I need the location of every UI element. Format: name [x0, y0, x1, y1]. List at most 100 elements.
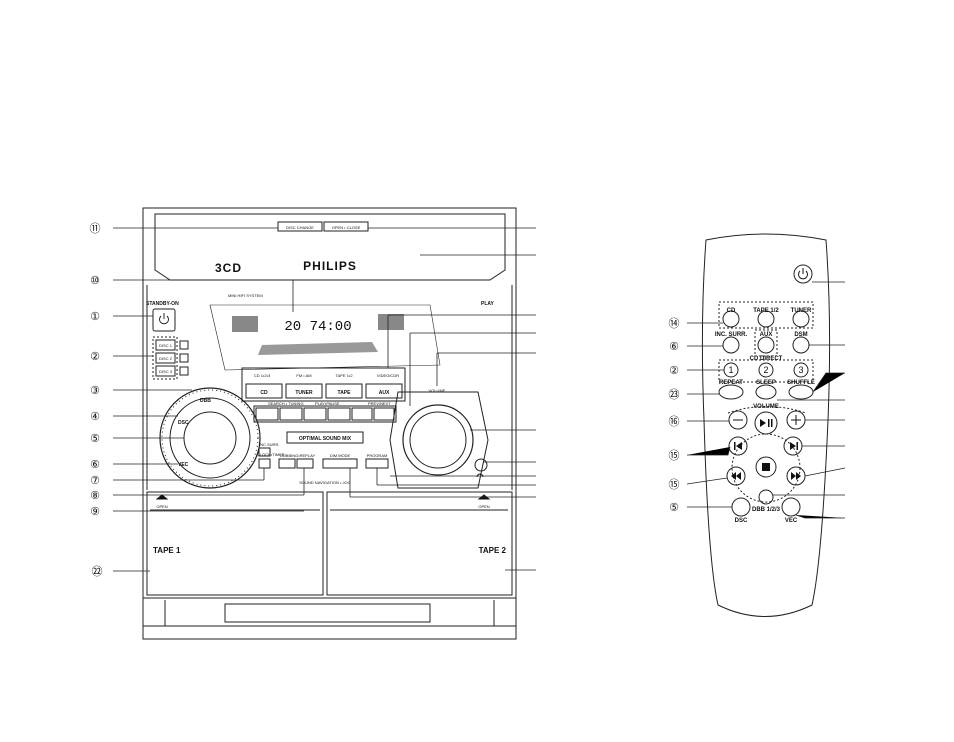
callout-9: ⑨ — [90, 506, 100, 518]
disc-change-button[interactable] — [277, 221, 323, 232]
dubbing-label: DUBBING•REPLAY — [280, 453, 315, 458]
tape1-deck — [146, 491, 324, 596]
right-leader-lines — [349, 227, 536, 571]
remote-play-pause[interactable] — [754, 411, 778, 435]
next-button[interactable] — [373, 407, 395, 421]
jog-knob[interactable] — [183, 411, 237, 465]
tape-source-label: TAPE — [338, 390, 352, 396]
remote-power-button[interactable] — [793, 264, 813, 284]
remote-callout-16: ⑯ — [669, 415, 680, 428]
remote-digit-1-label: 1 — [728, 365, 733, 375]
remote-tuner-label: TUNER — [791, 308, 812, 314]
remote-sleep-button[interactable] — [755, 384, 777, 400]
stop-button[interactable] — [303, 407, 327, 421]
callout-6: ⑥ — [90, 459, 100, 471]
play-badge: PLAY — [481, 301, 495, 307]
remote-cd-button[interactable] — [722, 310, 740, 328]
inc-surr-button[interactable] — [258, 447, 271, 457]
rewind-button[interactable] — [255, 407, 279, 421]
remote-repeat-button[interactable] — [718, 384, 744, 400]
source-panel — [241, 367, 406, 402]
display-right-icons — [378, 314, 404, 330]
volume-knob-inner[interactable] — [409, 411, 467, 469]
remote-digit-2[interactable] — [758, 362, 774, 378]
replay-button[interactable] — [296, 458, 314, 469]
tape2-deck — [326, 491, 513, 596]
program-button[interactable] — [365, 458, 389, 469]
play-pause-icon — [760, 419, 773, 427]
cd-tray — [154, 213, 506, 281]
remote-repeat-label: REPEAT — [719, 380, 743, 386]
remote-shuffle-label: SHUFFLE — [787, 380, 815, 386]
remote-callout-23: ㉓ — [669, 388, 680, 401]
forward-button[interactable] — [279, 407, 303, 421]
tape-source-button[interactable] — [325, 383, 363, 399]
remote-dsc-button[interactable] — [731, 497, 751, 517]
open-close-label: OPEN • CLOSE — [332, 225, 361, 230]
remote-body — [701, 233, 831, 617]
clock-timer-button[interactable] — [258, 458, 271, 469]
remote-callouts: ⑭ ⑥ ② ㉓ ⑯ ⑮ ⑮ ⑤ — [669, 317, 680, 514]
disc3-button[interactable] — [155, 365, 176, 377]
remote-tuner-button[interactable] — [792, 310, 810, 328]
remote-callout-5: ⑤ — [669, 502, 679, 514]
callout-2: ② — [90, 351, 100, 363]
headphone-jack[interactable] — [474, 458, 488, 472]
display-left-icons — [232, 316, 258, 332]
remote-stop-button[interactable] — [755, 456, 777, 478]
remote-dsm-button[interactable] — [792, 336, 810, 354]
remote-vec-button[interactable] — [781, 497, 801, 517]
callout-1: ① — [90, 311, 100, 323]
open1-eject-icon — [155, 494, 169, 500]
remote-digit-3-label: 3 — [798, 365, 803, 375]
next-icon — [790, 442, 798, 450]
aux-source-button[interactable] — [365, 383, 403, 399]
remote-digit-3[interactable] — [793, 362, 809, 378]
dim-mode-button[interactable] — [322, 458, 358, 469]
dubbing-button[interactable] — [278, 458, 296, 469]
remote-power-icon — [798, 268, 808, 280]
remote-dbb-button[interactable] — [758, 489, 774, 505]
remote-digit-2-label: 2 — [763, 365, 768, 375]
main-unit — [142, 207, 517, 640]
disc-change-label: DISC CHANGE — [286, 225, 314, 230]
remote-dbb-label: DBB 1/2/3 — [752, 507, 781, 513]
remote-aux-button[interactable] — [757, 336, 775, 354]
play-pause-button[interactable] — [327, 407, 351, 421]
spectrum-bars — [258, 342, 378, 355]
remote-volume-down[interactable] — [728, 410, 748, 430]
aux-source-label: AUX — [379, 390, 390, 396]
prev-button[interactable] — [351, 407, 373, 421]
callout-7: ⑦ — [90, 475, 100, 487]
remote-rewind-button[interactable] — [726, 466, 746, 486]
standby-label: STANDBY-ON — [146, 301, 179, 307]
cd-source-button[interactable] — [245, 383, 283, 399]
remote-shuffle-button[interactable] — [788, 384, 814, 400]
remote-prev-button[interactable] — [728, 436, 748, 456]
source-header-tape: TAPE 1•2 — [335, 373, 353, 378]
open-close-button[interactable] — [323, 221, 369, 232]
callout-8: ⑧ — [90, 490, 100, 502]
knob-vec-label: VEC — [178, 462, 189, 468]
remote-incsurr-button[interactable] — [722, 336, 740, 354]
tuner-source-label: TUNER — [295, 390, 313, 396]
remote-icons — [731, 268, 808, 480]
remote-tape-button[interactable] — [757, 310, 775, 328]
standby-button[interactable] — [152, 308, 176, 332]
disc3-label: DISC 3 — [159, 369, 173, 374]
callout-5: ⑤ — [90, 433, 100, 445]
mini-system-label: MINI HIFI SYSTEM — [228, 293, 263, 298]
open2-label: OPEN — [478, 504, 489, 509]
optimal-sound-mix — [286, 431, 364, 444]
volume-knob-outer[interactable] — [402, 404, 474, 476]
disc2-button[interactable] — [155, 352, 176, 364]
remote-callout-15a: ⑮ — [669, 449, 680, 462]
jog-ticks — [161, 389, 259, 487]
remote-callout-14: ⑭ — [669, 317, 680, 330]
remote-cddirect-label: CD DIRECT — [750, 356, 783, 362]
remote-incsurr-label: INC. SURR. — [715, 332, 748, 338]
disc1-button[interactable] — [155, 339, 176, 351]
tuner-source-button[interactable] — [285, 383, 323, 399]
left-callouts: ⑪ ⑩ ① ② ③ ④ ⑤ ⑥ ⑦ ⑧ ⑨ ㉒ — [90, 222, 103, 578]
